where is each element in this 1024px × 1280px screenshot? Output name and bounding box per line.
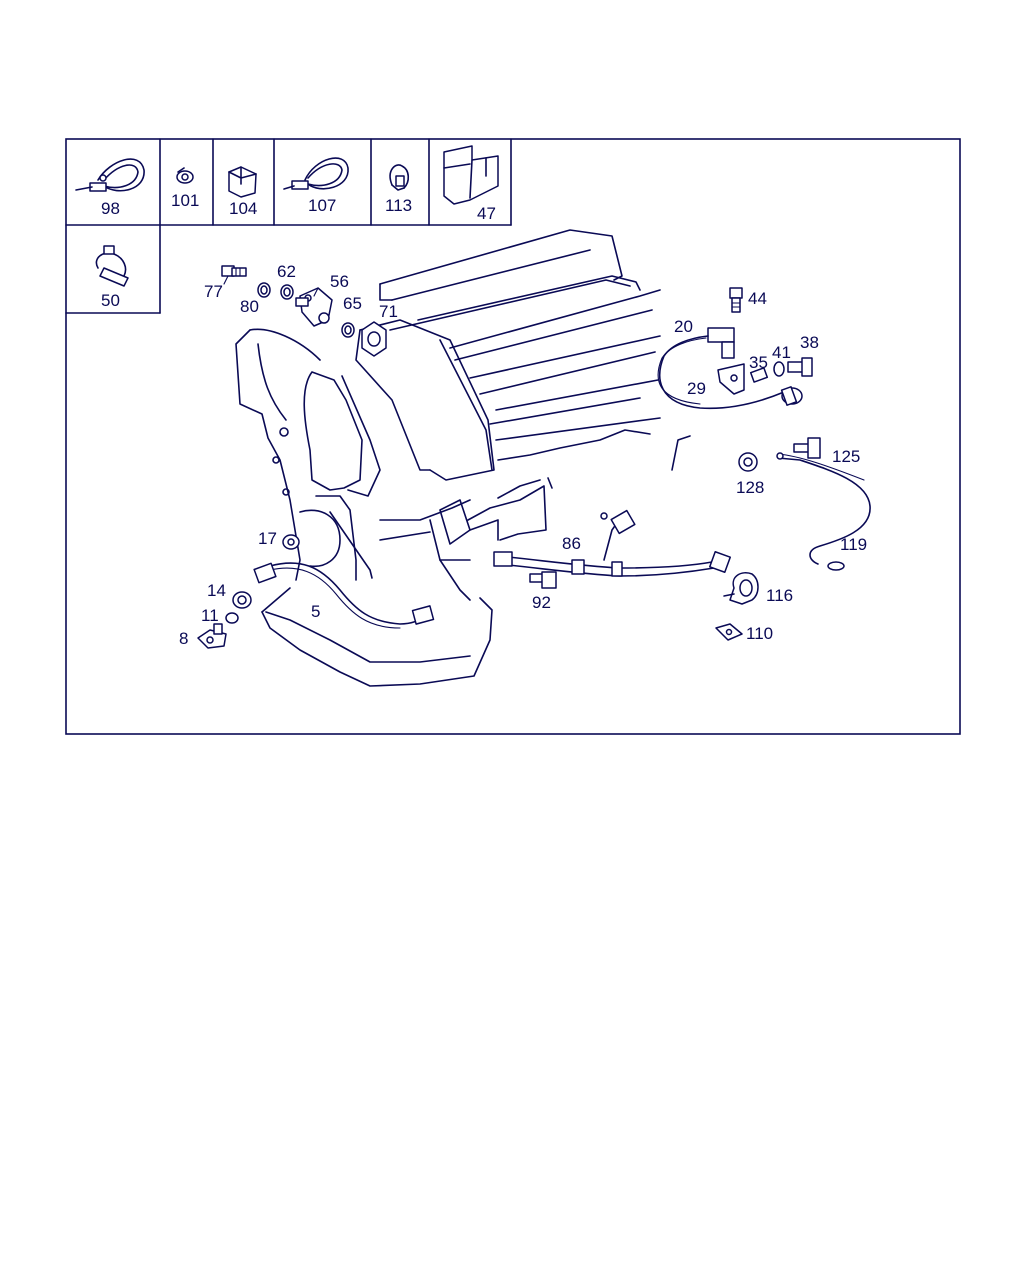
part-44-bolt	[729, 287, 743, 313]
part-41-washer	[773, 361, 785, 377]
callout-128: 128	[736, 478, 764, 497]
callout-125: 125	[832, 447, 860, 466]
inset-grid	[65, 138, 512, 314]
part-71-gasket	[361, 321, 387, 357]
diagram-frame	[65, 138, 961, 735]
part-56-sensor	[295, 287, 333, 327]
callout-38: 38	[800, 333, 819, 352]
inset-label-107: 107	[308, 196, 336, 215]
callout-62: 62	[277, 262, 296, 281]
part-20-connector	[780, 386, 803, 406]
inset-101-nut-icon	[176, 167, 194, 184]
callout-80: 80	[240, 297, 259, 316]
part-86-sensor-cable	[493, 509, 732, 577]
inset-113-clip-icon	[389, 164, 410, 191]
callout-5: 5	[311, 602, 320, 621]
inset-label-104: 104	[229, 199, 257, 218]
callout-86: 86	[562, 534, 581, 553]
callout-71: 71	[379, 302, 398, 321]
callout-35: 35	[749, 353, 768, 372]
part-17-nut	[282, 534, 300, 550]
part-128-nut	[738, 452, 758, 472]
part-119-ground-strap	[776, 452, 871, 571]
inset-47-bracket-icon	[443, 145, 499, 205]
callout-44: 44	[748, 289, 767, 308]
inset-label-98: 98	[101, 199, 120, 218]
callout-119: 119	[840, 535, 867, 554]
part-35-sleeve	[749, 367, 769, 383]
inset-label-47: 47	[477, 204, 496, 223]
inset-50-clip-icon	[95, 245, 129, 287]
callout-77: 77	[204, 282, 223, 301]
inset-label-113: 113	[385, 196, 412, 215]
callout-14: 14	[207, 581, 226, 600]
part-38-bolt	[787, 357, 813, 377]
inset-label-101: 101	[171, 191, 199, 210]
callout-92: 92	[532, 593, 551, 612]
part-110-plate	[715, 623, 743, 641]
part-116-clamp	[723, 572, 759, 605]
callout-8: 8	[179, 629, 188, 648]
part-92-bolt	[529, 571, 557, 589]
callout-17: 17	[258, 529, 277, 548]
engine-block	[235, 229, 691, 687]
callout-20: 20	[674, 317, 693, 336]
callout-41: 41	[772, 343, 791, 362]
inset-98-clamp-icon	[75, 158, 145, 192]
callout-110: 110	[746, 624, 773, 643]
part-125-bolt	[793, 437, 821, 459]
part-20-sensor-cable	[657, 327, 785, 410]
part-29-bracket	[717, 363, 745, 395]
callout-29: 29	[687, 379, 706, 398]
callout-116: 116	[766, 586, 793, 605]
inset-107-clamp-icon	[283, 157, 349, 190]
part-5-sensor-cable	[253, 562, 435, 629]
part-8-bracket	[197, 623, 227, 649]
part-65-oring	[341, 322, 355, 338]
callout-65: 65	[343, 294, 362, 313]
inset-104-sleeve-icon	[228, 166, 257, 198]
callout-56: 56	[330, 272, 349, 291]
leader-lines	[223, 275, 319, 297]
part-80-washer	[257, 282, 271, 298]
inset-label-50: 50	[101, 291, 120, 310]
part-14-nut	[232, 591, 252, 609]
part-77-bolt	[221, 265, 247, 277]
callout-11: 11	[201, 606, 219, 625]
part-62-oring	[280, 284, 294, 300]
part-11-washer	[225, 612, 239, 624]
